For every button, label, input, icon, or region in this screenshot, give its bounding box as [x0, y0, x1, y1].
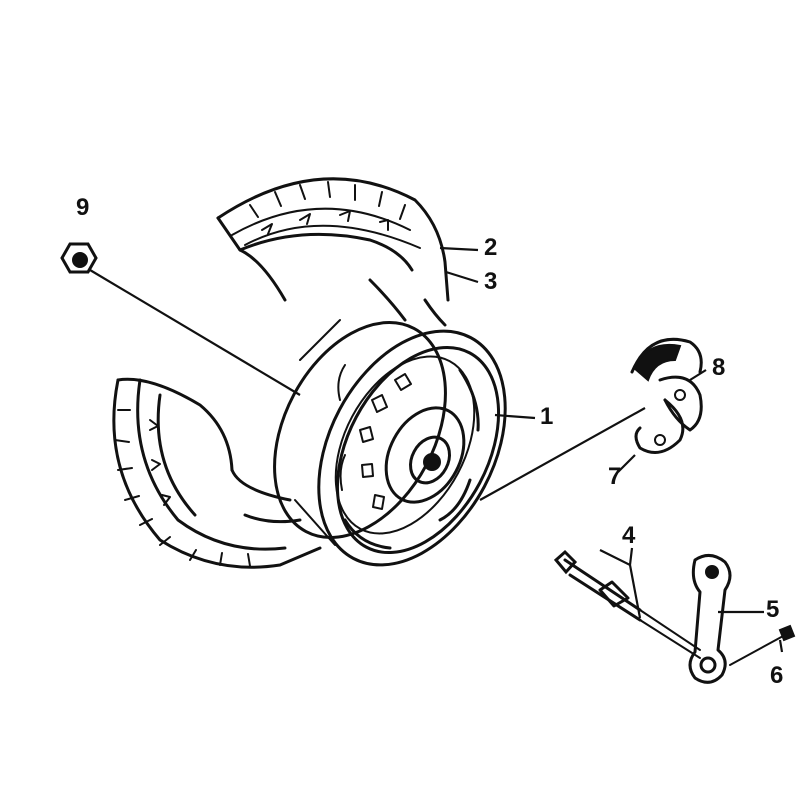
- callout-6: 6: [770, 662, 784, 689]
- callout-9: 9: [76, 194, 90, 221]
- callout-4: 4: [622, 522, 636, 549]
- callout-8: 8: [712, 354, 726, 381]
- upper-tire-section: [216, 177, 450, 327]
- leader-lines: [89, 246, 784, 653]
- brake-shoes-part-7-8: [630, 337, 703, 454]
- lower-tire-section: [112, 377, 322, 569]
- callout-1: 1: [540, 403, 554, 430]
- callout-3: 3: [484, 268, 498, 295]
- arm-part-5: [688, 554, 796, 684]
- callout-2: 2: [484, 234, 498, 261]
- callout-7: 7: [608, 463, 622, 490]
- axle-part-4: [553, 549, 701, 659]
- wheel-rim: [273, 319, 507, 567]
- callout-5: 5: [766, 596, 780, 623]
- axle-nut-part-9: [60, 242, 98, 274]
